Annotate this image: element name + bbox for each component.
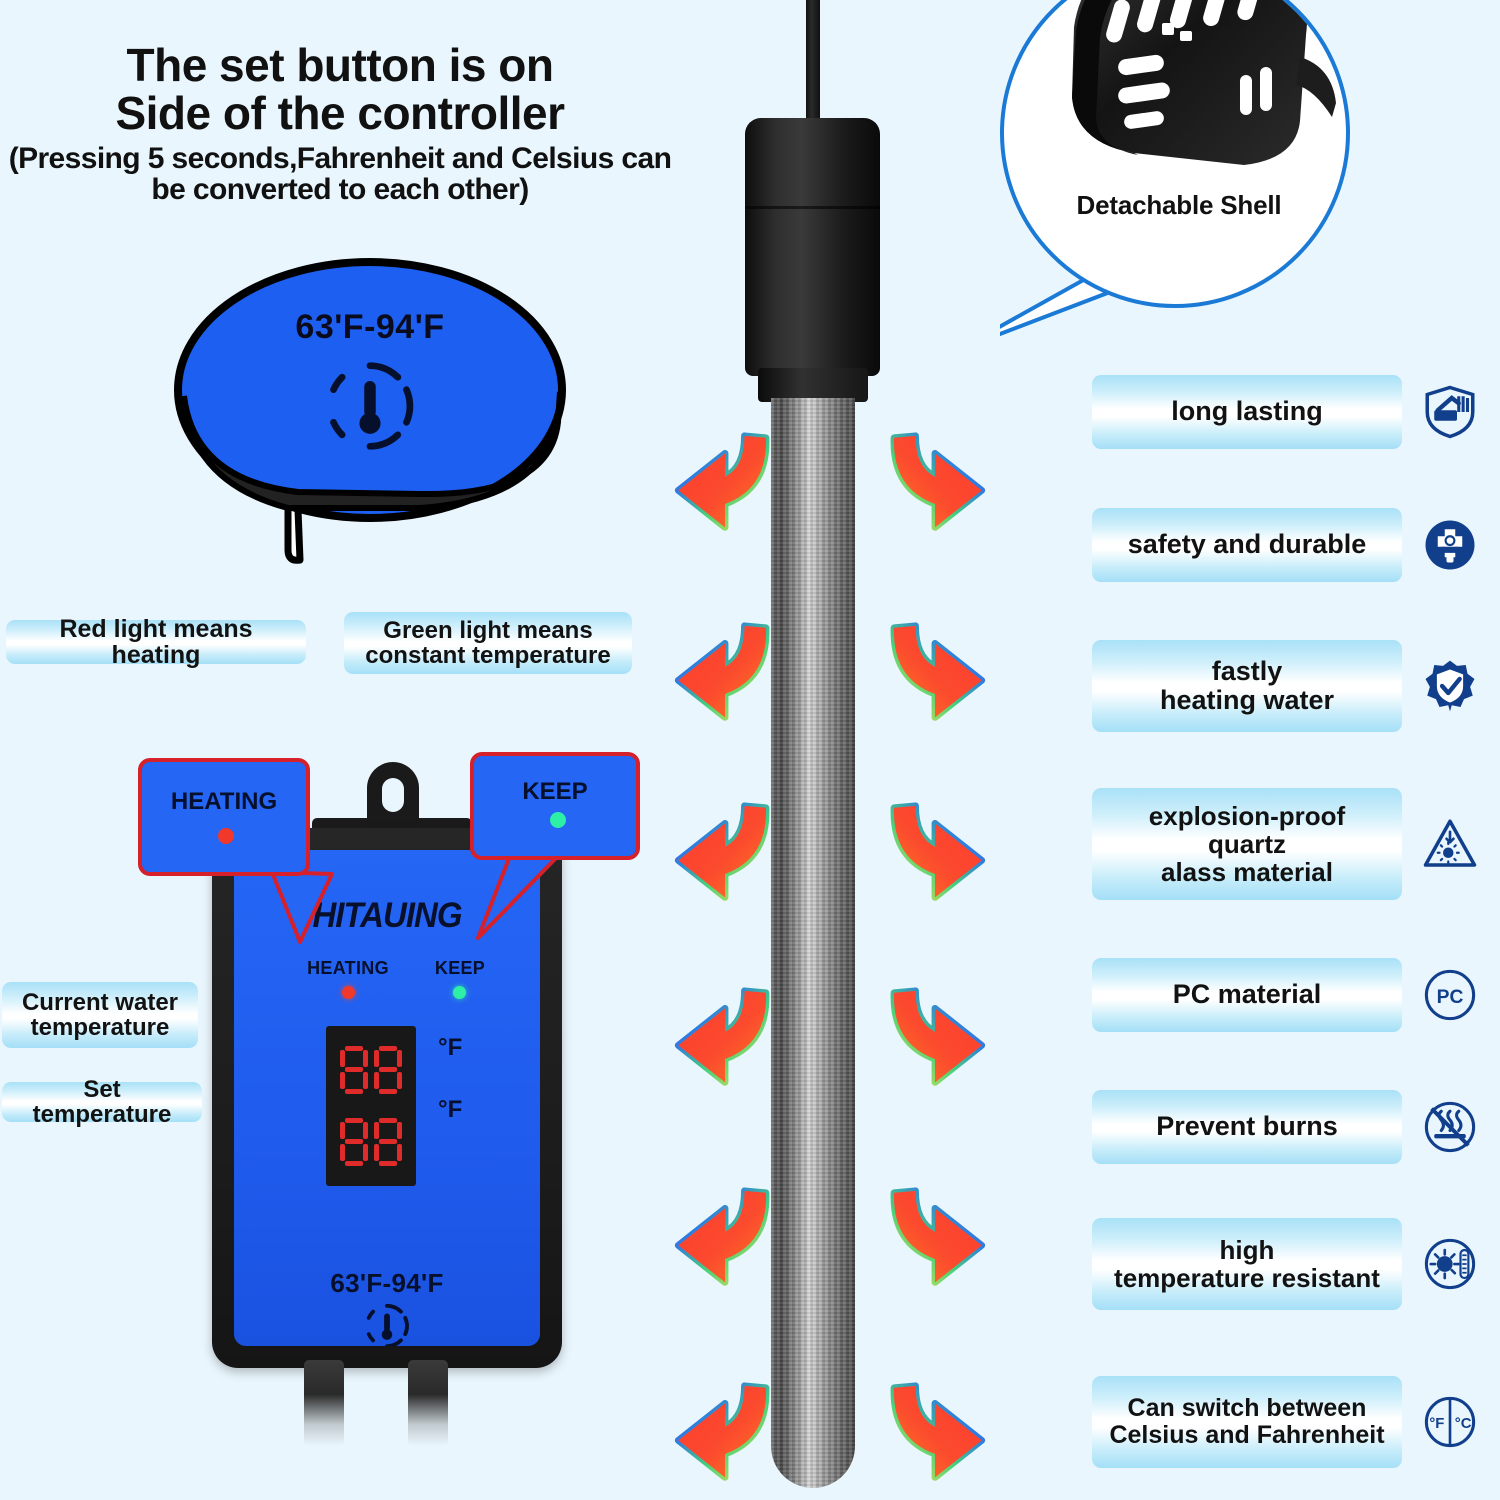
svg-text:PC: PC xyxy=(1437,987,1464,1008)
power-cord xyxy=(806,0,820,130)
heater-cap xyxy=(745,118,880,376)
heating-led xyxy=(342,986,355,999)
feature-row-5: PC material PC xyxy=(1092,958,1476,1032)
heat-arrow-left-3 xyxy=(672,800,780,912)
feature-label-2: safety and durable xyxy=(1092,508,1402,582)
high-temperature-circle-icon xyxy=(1422,1236,1478,1292)
controller-body: HITAUING HEATING KEEP °F °F xyxy=(212,828,562,1368)
cable-grommet-left xyxy=(304,1360,344,1446)
controller-hook xyxy=(367,762,419,832)
heat-arrow-right-3 xyxy=(880,800,988,912)
face-label-heating: HEATING xyxy=(307,958,389,978)
detachable-shell-callout: Detachable Shell xyxy=(1000,0,1420,358)
callout-heating-led xyxy=(218,828,234,844)
headline-line-1: The set button is on xyxy=(126,39,554,91)
unit-top: °F xyxy=(438,1034,463,1061)
temp-range-text: 63'F-94'F xyxy=(295,308,445,346)
unit-bottom: °F xyxy=(438,1096,463,1123)
heat-arrow-left-6 xyxy=(672,1380,780,1492)
led-display xyxy=(326,1026,416,1186)
red-light-label: Red light means heating xyxy=(6,615,306,668)
heat-arrow-right-6 xyxy=(880,1380,988,1492)
controller-range-text: 63'F-94'F xyxy=(330,1268,444,1298)
heater-collar xyxy=(758,368,868,402)
heat-arrow-left-5 xyxy=(672,1185,780,1297)
callout-heating-label: HEATING xyxy=(170,788,278,815)
headline-line-2: Side of the controller xyxy=(115,86,565,139)
quartz-glass-tube xyxy=(771,398,855,1488)
heat-arrow-left-2 xyxy=(672,620,780,732)
feature-row-6: Prevent burns xyxy=(1092,1090,1476,1164)
set-temperature-label: Set temperature xyxy=(2,1076,202,1127)
pc-circle-icon: PC xyxy=(1422,967,1478,1023)
detachable-shell-image xyxy=(1072,0,1336,165)
svg-text:°F: °F xyxy=(1429,1416,1444,1432)
display-top-value xyxy=(340,1046,402,1094)
temperature-controller: HITAUING HEATING KEEP °F °F xyxy=(212,762,562,1446)
heat-arrow-left-4 xyxy=(672,985,780,1097)
keep-led xyxy=(453,986,466,999)
explosion-warning-triangle-icon xyxy=(1422,816,1478,872)
page-title: The set button is on Side of the control… xyxy=(0,39,680,206)
thermometer-dashed-circle-icon xyxy=(322,358,418,454)
callout-keep-label: KEEP xyxy=(522,778,588,805)
display-bottom-value xyxy=(340,1118,402,1166)
green-light-label: Green light means constant temperature xyxy=(344,612,632,674)
temperature-range-bubble: 63'F-94'F xyxy=(170,250,570,570)
thermometer-dashed-circle-icon xyxy=(363,1302,411,1346)
controller-face: HITAUING HEATING KEEP °F °F xyxy=(234,850,540,1346)
heat-arrow-left-1 xyxy=(672,430,780,542)
current-water-temperature-label: Current water temperature xyxy=(2,982,198,1048)
feature-label-1: long lasting xyxy=(1092,375,1402,449)
shield-hammer-icon xyxy=(1422,384,1478,440)
face-label-keep: KEEP xyxy=(434,958,486,978)
feature-row-1: long lasting xyxy=(1092,375,1475,449)
feature-label-6: Prevent burns xyxy=(1092,1090,1402,1164)
shell-photo-circle: Detachable Shell xyxy=(1000,0,1350,308)
fahrenheit-celsius-circle-icon: °F °C xyxy=(1422,1394,1478,1450)
brand-logo: HITAUING xyxy=(312,894,462,935)
cable-grommet-right xyxy=(408,1360,448,1446)
headline-subtext: (Pressing 5 seconds,Fahrenheit and Celsi… xyxy=(8,141,672,206)
heat-arrow-right-5 xyxy=(880,1185,988,1297)
plug-safety-circle-icon xyxy=(1422,517,1478,573)
shield-check-icon xyxy=(1422,658,1478,714)
callout-keep: KEEP xyxy=(470,752,640,860)
feature-row-2: safety and durable xyxy=(1092,508,1475,582)
feature-label-5: PC material xyxy=(1092,958,1402,1032)
detachable-shell-label: Detachable Shell xyxy=(1076,190,1282,220)
svg-text:°C: °C xyxy=(1455,1416,1472,1432)
heat-arrow-right-4 xyxy=(880,985,988,1097)
no-hot-surface-icon xyxy=(1422,1099,1478,1155)
callout-heating: HEATING xyxy=(138,758,310,876)
heat-arrow-right-2 xyxy=(880,620,988,732)
heat-arrow-right-1 xyxy=(880,430,988,542)
callout-keep-led xyxy=(550,812,566,828)
